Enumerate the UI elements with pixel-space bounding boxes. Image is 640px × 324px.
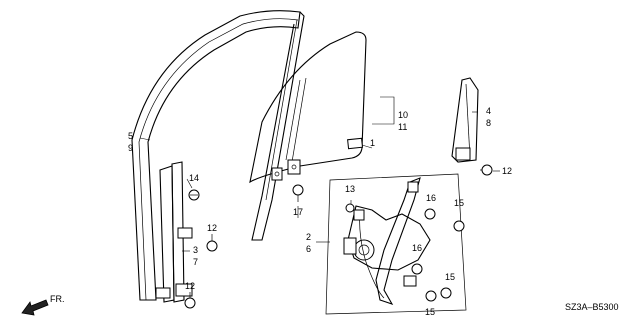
callout-7: 7: [193, 257, 198, 267]
callout-10: 10: [398, 110, 408, 120]
callout-11: 11: [398, 122, 407, 132]
callout-9: 9: [128, 143, 133, 153]
callout-4: 4: [486, 106, 491, 116]
bolt-13: [345, 203, 355, 213]
front-direction-arrow: FR.: [21, 294, 65, 316]
callout-15-upper: 15: [454, 198, 464, 208]
callout-2: 2: [306, 232, 311, 242]
front-run-channel: [155, 161, 193, 303]
callout-13: 13: [345, 184, 355, 194]
leader-lines: [139, 96, 500, 252]
regulator-assembly: [325, 173, 467, 315]
direction-label: FR.: [50, 294, 65, 304]
rear-run-channel: [451, 77, 479, 163]
glass-label: [347, 137, 364, 150]
callout-12-lower: 12: [185, 281, 195, 291]
bolt-16-upper: [424, 208, 436, 220]
bolt-17: [292, 184, 304, 202]
callout-17: 17: [293, 207, 303, 217]
bolt-14: [188, 189, 200, 201]
bolt-12-front: [206, 234, 218, 252]
diagram-code: SZ3A–B5300: [565, 302, 619, 312]
callout-1: 1: [370, 138, 375, 148]
bolt-12-rear: [480, 164, 493, 176]
callout-12-front: 12: [207, 223, 217, 233]
callout-14: 14: [189, 173, 199, 183]
callout-16-upper: 16: [426, 193, 436, 203]
callout-12-rear: 12: [502, 166, 512, 176]
bolt-15-lower: [425, 290, 437, 302]
callout-5: 5: [128, 131, 133, 141]
callout-15-lower: 15: [425, 307, 435, 317]
bolt-16-lower: [411, 263, 423, 275]
callout-8: 8: [486, 118, 491, 128]
callout-6: 6: [306, 244, 311, 254]
door-glass: [249, 31, 367, 184]
bolt-15-mid: [440, 287, 452, 299]
bolt-12-lower: [184, 292, 196, 309]
bolt-15-upper: [453, 220, 465, 232]
callout-16-lower: 16: [412, 243, 422, 253]
callout-15-mid: 15: [445, 272, 455, 282]
callout-3: 3: [193, 245, 198, 255]
glass-bracket: [271, 159, 301, 181]
door-sash-channel: [131, 10, 305, 301]
